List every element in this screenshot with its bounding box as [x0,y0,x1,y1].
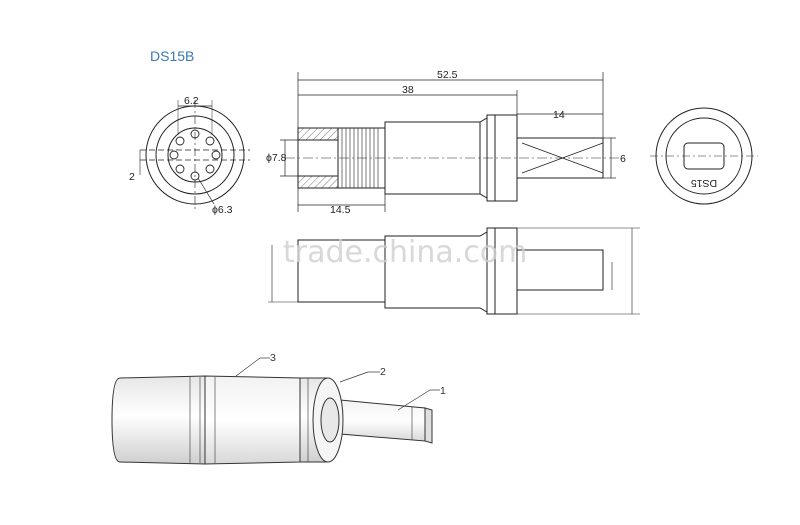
watermark: trade.china.com [283,235,527,270]
rear-end-view [650,107,758,205]
side-view-bottom [268,227,640,315]
front-end-view [139,100,250,210]
rear-end-marking: DS15 [691,177,717,189]
dim-total-length: 52.5 [437,69,458,81]
isometric-view [111,375,433,465]
dim-body-diameter: ϕ7.8 [266,152,287,164]
callout-2: 2 [380,366,386,378]
dim-knurl-length: 14.5 [330,204,351,216]
callout-leaders [235,357,440,411]
side-view-top [285,114,625,202]
callout-3: 3 [270,352,276,364]
dim-front-spline-diameter: ϕ6.3 [212,204,233,216]
model-title: DS15B [150,48,195,64]
callout-1: 1 [440,385,446,397]
side-view-top-dimensions [280,72,616,212]
dim-front-spline-width: 6.2 [184,95,199,107]
dim-shaft-flat: 6 [620,153,626,165]
dim-shaft-length: 14 [553,109,565,121]
dim-front-slot: 2 [129,171,135,183]
dim-body-length: 38 [402,84,414,96]
